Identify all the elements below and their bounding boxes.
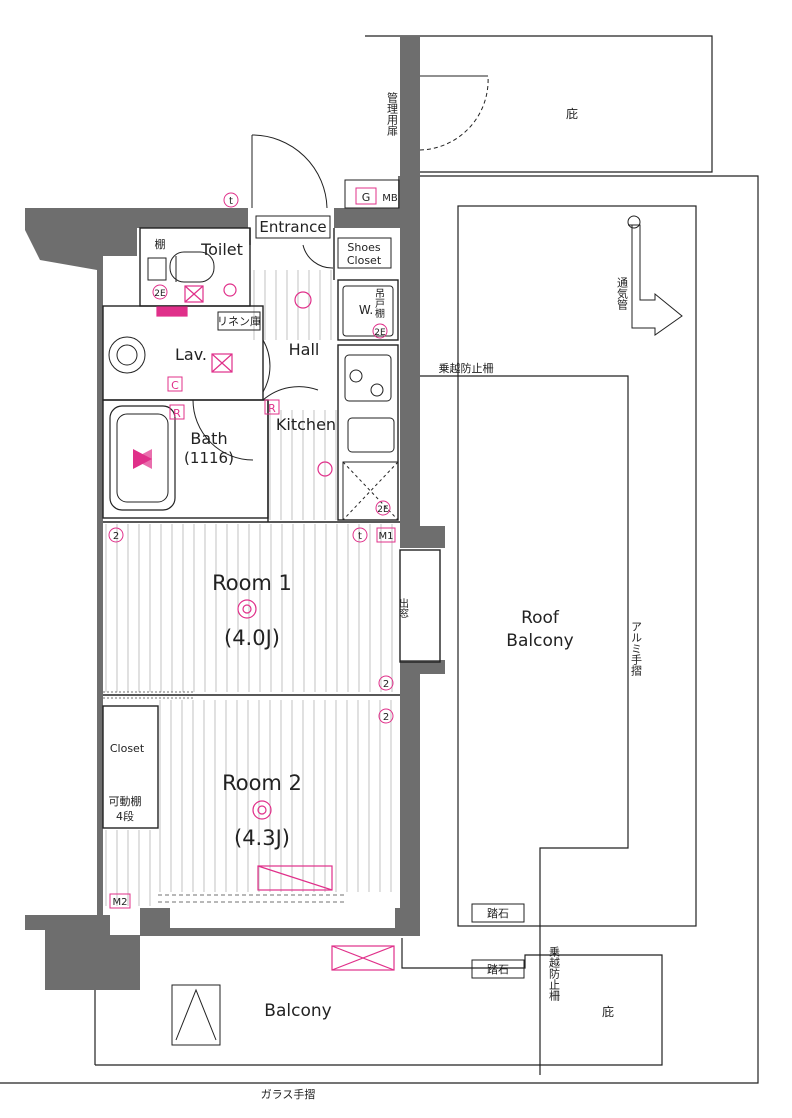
symbol-r-bath: R [173,407,181,420]
closet-label: Closet [110,742,145,755]
roof-balcony-label-2: Balcony [506,631,573,651]
shoes-closet-label-1: Shoes [347,241,380,254]
symbol-m2: M2 [113,897,128,908]
symbol-2-right-1: 2 [383,679,389,690]
stepping-stone-1-label: 踏石 [487,906,509,920]
flooring [105,270,393,906]
balcony-hatch [171,984,221,1046]
wash-basin [108,336,146,374]
light-fixtures [184,283,333,820]
symbol-m1: M1 [379,531,394,542]
room1-label: Room 1 [212,571,292,595]
symbol-c: C [171,379,179,392]
garden-bottom-label: 庇 [602,1004,614,1019]
room2-size-label: (4.3J) [234,826,290,850]
entrance-label: Entrance [259,218,326,236]
adjustable-shelf-label-2: 4段 [116,809,134,823]
kitchen-fixtures [342,354,399,521]
management-door [419,75,489,151]
stepping-stone-2-label: 踏石 [487,962,509,976]
label-boxes [109,215,396,909]
stepping-stones [471,903,525,979]
symbol-2-left: 2 [113,531,119,542]
bay-window-label: 出窓 [397,597,409,618]
entrance-door [251,134,334,269]
vent-pipe-label: 通気管 [616,277,629,311]
adjustable-shelf-label-1: 可動棚 [109,794,142,808]
closet-hatching [103,691,345,903]
shelf-label: 棚 [155,237,166,251]
outer-outlines [0,35,759,1084]
lav-label: Lav. [175,345,207,364]
vent-pipe-icon [627,215,683,336]
climb-fence-bottom-label: 乗越防止柵 [548,946,561,1001]
meter-g-label: G [362,191,371,204]
symbol-t-room1: t [358,531,362,542]
balcony-label: Balcony [264,1001,331,1021]
room-labels: Entrance Shoes Closet Toilet 棚 リネン庫 Lav.… [109,218,574,1021]
interior-doors [192,339,319,461]
aluminum-rail-label: アルミ手摺 [630,621,643,677]
cabinet-label: 吊戸棚 [373,288,385,319]
glass-rail-label: ガラス手摺 [261,1087,316,1101]
washer-area [342,285,394,337]
walls [25,36,445,990]
garden-top-label: 庇 [566,106,578,121]
room2-label: Room 2 [222,771,302,795]
meter-mb-label: MB [382,193,398,204]
symbol-circles [108,192,394,724]
shoes-closet-label-2: Closet [347,254,382,267]
bathtub [109,405,176,511]
bath-label: Bath [190,429,227,448]
hall-label: Hall [289,340,320,359]
symbol-t-entrance: t [229,196,233,207]
symbol-r-kitchen: R [268,402,276,415]
annotation-labels: 庇 庇 管理用扉 G MB 通気管 乗越防止柵 乗越防止柵 アルミ手摺 踏石 踏… [261,91,643,1101]
toilet-label: Toilet [200,240,243,259]
ac-units [156,306,395,971]
linen-label: リネン庫 [217,314,261,328]
kitchen-label: Kitchen [276,415,336,434]
interior-walls [102,227,441,829]
symbol-2e-toilet: 2E [154,289,166,299]
symbol-2-right-2: 2 [383,712,389,723]
symbol-2e-washer: 2E [374,328,386,338]
toilet-fixture [147,251,215,283]
meter-box [344,179,400,209]
roof-balcony-label-1: Roof [521,608,560,628]
climb-fence-top-label: 乗越防止柵 [439,361,494,375]
bath-size-label: (1116) [184,449,234,467]
symbol-labels: C R R M1 M2 t t 2 2 2 2E 2E 2E [113,196,394,908]
washer-label: W. [359,303,373,317]
mgmt-door-label: 管理用扉 [386,91,399,137]
room1-size-label: (4.0J) [224,626,280,650]
symbol-2e-kitchen: 2E [377,505,389,515]
